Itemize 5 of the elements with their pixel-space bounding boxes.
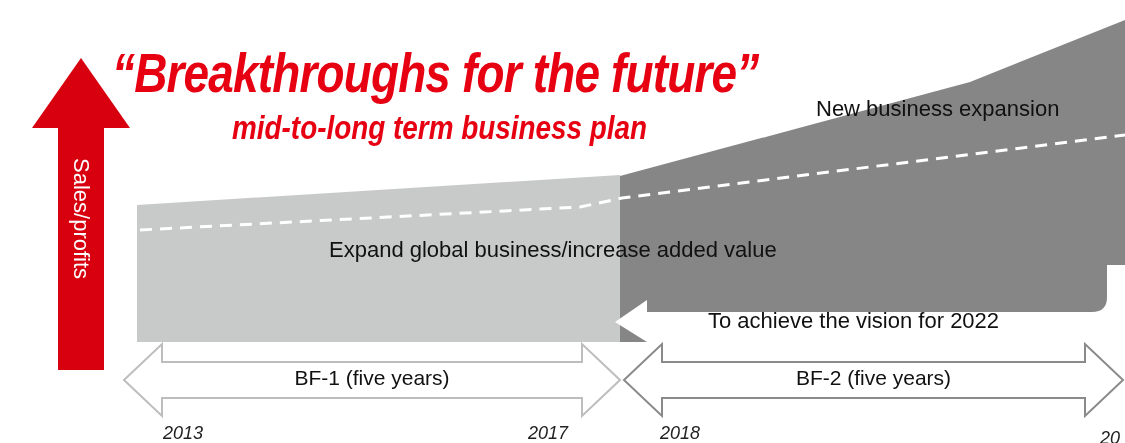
- year-label: 2018: [660, 423, 701, 443]
- year-label: 2013: [163, 423, 204, 443]
- period-band: BF-1 (five years): [122, 342, 622, 418]
- period-band: BF-2 (five years): [622, 342, 1125, 418]
- year-label: 2017: [528, 423, 569, 443]
